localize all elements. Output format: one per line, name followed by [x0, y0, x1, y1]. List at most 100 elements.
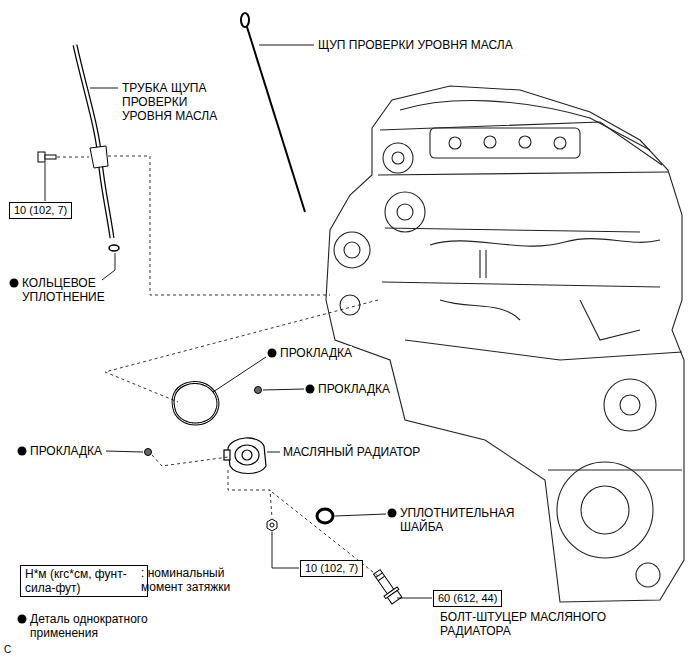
engine-illustration — [449, 137, 461, 149]
leader-line — [102, 253, 115, 280]
engine-illustration — [557, 462, 653, 558]
oil-cooler-illustration — [224, 450, 230, 460]
part-label: БОЛТ-ШТУЦЕР МАСЛЯНОГО РАДИАТОРА — [440, 610, 606, 638]
oil-cooler-illustration — [224, 438, 266, 474]
dipstick-tube-illustration — [109, 245, 119, 251]
single-use-mark — [306, 385, 315, 394]
dipstick-illustration — [247, 27, 305, 212]
torque-box: 10 (102, 7) — [9, 202, 72, 219]
leader-line — [259, 45, 314, 46]
engine-illustration — [382, 282, 660, 287]
dipstick-tube-illustration — [90, 146, 108, 168]
torque-value: 10 (102, 7) — [14, 204, 67, 217]
part-label: МАСЛЯНЫЙ РАДИАТОР — [283, 445, 420, 459]
torque-value: 60 (612, 44) — [438, 592, 497, 605]
part-label: УПЛОТНИТЕЛЬНАЯ ШАЙБА — [400, 506, 515, 534]
dipstick-illustration — [241, 13, 305, 212]
single-use-mark — [18, 615, 27, 624]
assembly-line — [57, 157, 89, 158]
assembly-line — [228, 470, 272, 518]
engine-illustration — [405, 340, 560, 360]
part-label: ПРОКЛАДКА — [318, 382, 390, 396]
engine-illustration — [397, 204, 413, 220]
engine-illustration — [392, 152, 404, 164]
engine-illustration — [581, 486, 629, 534]
gasket-illustration — [173, 382, 218, 424]
engine-illustration — [385, 228, 640, 232]
washer-illustration — [317, 509, 333, 523]
assembly-line — [272, 492, 378, 576]
engine-illustration — [440, 300, 520, 320]
single-use-mark — [18, 447, 27, 456]
torque-box: 10 (102, 7) — [300, 560, 363, 577]
leader-line — [397, 598, 432, 599]
engine-illustration — [326, 86, 684, 602]
engine-illustration — [344, 242, 360, 258]
engine-illustration — [636, 563, 660, 587]
part-label-box: ПРОКЛАДКА — [318, 382, 390, 396]
legend-entry: : номинальный момент затяжки — [141, 566, 253, 594]
gasket-illustration — [173, 382, 218, 424]
part-label-box: ПРОКЛАДКА — [280, 346, 352, 360]
dipstick-tube-illustration — [75, 45, 112, 238]
engine-illustration — [430, 128, 580, 158]
engine-illustration — [326, 86, 684, 602]
dipstick-tube-illustration — [75, 45, 112, 238]
assembly-line — [152, 455, 228, 466]
gasket-illustration — [145, 449, 152, 456]
engine-illustration — [378, 172, 668, 175]
torque-value: 10 (102, 7) — [305, 562, 358, 575]
part-label: ТРУБКА ЩУПА ПРОВЕРКИ УРОВНЯ МАСЛА — [122, 81, 217, 123]
leader-line — [267, 452, 280, 453]
union-bolt-illustration — [387, 591, 401, 604]
leader-line — [45, 163, 46, 201]
leader-line — [90, 88, 118, 89]
part-label-box: УПЛОТНИТЕЛЬНАЯ ШАЙБА — [400, 506, 520, 534]
engine-illustration — [554, 137, 566, 149]
assembly-line — [57, 156, 378, 576]
single-use-mark — [10, 279, 19, 288]
part-label-box: ПРОКЛАДКА — [30, 444, 102, 458]
part-label: ЩУП ПРОВЕРКИ УРОВНЯ МАСЛА — [318, 38, 513, 52]
engine-illustration — [430, 239, 660, 247]
single-use-mark — [388, 509, 397, 518]
engine-illustration — [548, 469, 682, 470]
part-label-box: МАСЛЯНЫЙ РАДИАТОР — [283, 445, 420, 459]
single-use-mark — [268, 349, 277, 358]
nut-illustration — [267, 519, 277, 531]
engine-illustration — [340, 295, 360, 315]
oil-cooler-illustration — [235, 445, 259, 465]
engine-illustration — [620, 395, 640, 415]
engine-illustration — [383, 143, 413, 173]
gasket-illustration — [255, 387, 262, 394]
part-label-box: C — [4, 643, 11, 657]
oil-cooler-illustration — [242, 450, 252, 460]
union-bolt-illustration — [370, 567, 403, 605]
engine-illustration — [519, 136, 531, 148]
dipstick-illustration — [241, 13, 249, 27]
legend-text: : номинальный момент затяжки — [141, 566, 230, 594]
legend-torque-box: Н*м (кгс*см, фунт-сила-фут) — [20, 565, 148, 597]
union-bolt-illustration — [374, 570, 394, 594]
washer-illustration — [317, 509, 333, 523]
leader-line — [272, 532, 299, 568]
engine-illustration — [334, 232, 370, 268]
bolt-illustration — [45, 155, 56, 159]
nut-illustration — [270, 523, 274, 527]
torque-value: Н*м (кгс*см, фунт-сила-фут) — [25, 567, 143, 595]
bolt-illustration — [38, 152, 45, 162]
dipstick-tube-illustration — [75, 45, 119, 251]
engine-illustration — [604, 379, 656, 431]
oil-cooler-illustration — [228, 438, 266, 474]
bolt-illustration — [38, 152, 56, 162]
engine-illustration — [385, 192, 425, 232]
engine-illustration — [580, 300, 640, 340]
leader-line — [106, 451, 143, 452]
engine-illustration — [484, 136, 496, 148]
engine-illustration — [480, 250, 486, 278]
part-label-box: КОЛЬЦЕВОЕ УПЛОТНЕНИЕ — [22, 276, 122, 304]
engine-illustration — [380, 122, 662, 165]
leader-line — [45, 45, 432, 598]
leader-line — [335, 514, 386, 516]
